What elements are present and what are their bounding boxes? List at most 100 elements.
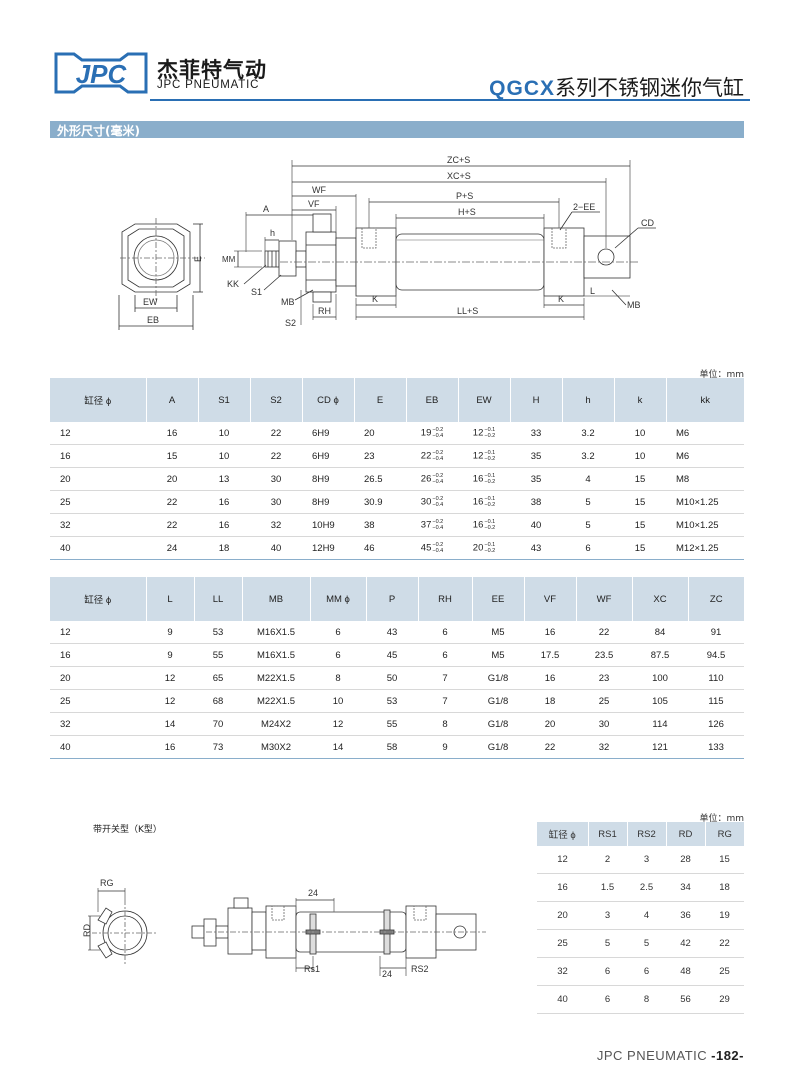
table-cell: 17.5 (524, 643, 576, 667)
ew-value: 16 (472, 473, 484, 485)
cell-h-small: 6 (562, 536, 614, 560)
cell-bore: 40 (50, 536, 146, 560)
series-code: QGCX (489, 77, 555, 100)
brand-name-cn: 杰菲特气动 (157, 58, 267, 82)
table-cell: 105 (632, 689, 688, 713)
table-cell: 110 (688, 666, 744, 690)
table-cell: M30X2 (242, 735, 310, 759)
ew-tolerance: −0.1−0.2 (484, 427, 495, 439)
eb-lower-tol: −0.4 (432, 433, 444, 439)
eb-tolerance: −0.2−0.4 (432, 427, 443, 439)
col-header: MB (241, 577, 310, 621)
table-cell: 22 (576, 621, 632, 644)
cell-bore: 20 (50, 467, 146, 491)
cell-kk: M8 (666, 467, 744, 491)
end-view: E EW EB (118, 218, 205, 330)
cell-h-small: 3.2 (562, 422, 614, 445)
table-cell: 45 (366, 643, 418, 667)
cell-kk: M10×1.25 (666, 513, 744, 537)
col-header: 缸径 ϕ (50, 378, 146, 422)
label-ll-s: LL+S (457, 306, 478, 316)
cell-k: 15 (614, 490, 666, 514)
eb-upper-tol: −0.2 (432, 542, 444, 548)
table-cell: 12 (50, 621, 146, 644)
table-cell: M24X2 (242, 712, 310, 736)
label-rh: RH (318, 306, 331, 316)
ew-upper-tol: −0.1 (484, 542, 496, 548)
table-cell: 7 (418, 666, 472, 690)
cell-ew: 16−0.1−0.2 (458, 513, 510, 537)
table-cell: 22 (524, 735, 576, 759)
table-cell: 126 (688, 712, 744, 736)
table-cell: 6 (418, 643, 472, 667)
eb-tolerance: −0.2−0.4 (432, 519, 443, 531)
table-cell: 25 (705, 957, 744, 986)
table-cell: 114 (632, 712, 688, 736)
cell-k: 15 (614, 513, 666, 537)
eb-tolerance: −0.2−0.4 (432, 450, 443, 462)
table-cell: 19 (705, 901, 744, 930)
table-cell: 25 (537, 929, 588, 958)
table-cell: 58 (366, 735, 418, 759)
col-header: EE (471, 577, 524, 621)
eb-lower-tol: −0.4 (432, 456, 444, 462)
section-bar: 外形尺寸(毫米) (50, 121, 744, 138)
col-header: E (353, 378, 406, 422)
cell-s2: 22 (250, 444, 302, 468)
table-2-header-row: 缸径 ϕ L LL MB MM ϕ P RH EE VF WF XC ZC (50, 577, 744, 621)
eb-upper-tol: −0.2 (432, 450, 444, 456)
cell-h: 43 (510, 536, 562, 560)
col-header: 缸径 ϕ (50, 577, 146, 621)
label-k-right: K (558, 294, 564, 304)
table-cell: 22 (705, 929, 744, 958)
cell-eb: 37−0.2−0.4 (406, 513, 458, 537)
cell-bore: 16 (50, 444, 146, 468)
table-cell: 42 (666, 929, 705, 958)
cell-ew: 20−0.1−0.2 (458, 536, 510, 560)
cell-kk: M12×1.25 (666, 536, 744, 560)
col-header: A (145, 378, 198, 422)
cell-ew: 12−0.1−0.2 (458, 444, 510, 468)
eb-value: 37 (420, 519, 432, 531)
cell-e: 20 (354, 422, 406, 445)
table-cell: 100 (632, 666, 688, 690)
cell-s1: 16 (198, 513, 250, 537)
label-rs1: Rs1 (304, 964, 320, 974)
ew-upper-tol: −0.1 (484, 473, 496, 479)
table-cell: 2.5 (627, 873, 666, 902)
ew-tolerance: −0.1−0.2 (484, 519, 495, 531)
col-header: LL (193, 577, 242, 621)
cell-h: 38 (510, 490, 562, 514)
cell-cd: 10H9 (302, 513, 354, 537)
eb-upper-tol: −0.2 (432, 473, 444, 479)
ew-tolerance: −0.1−0.2 (484, 473, 495, 485)
ew-value: 20 (472, 542, 484, 554)
table-cell: 3 (588, 901, 627, 930)
series-name: 系列不锈钢迷你气缸 (555, 76, 744, 100)
table-cell: 91 (688, 621, 744, 644)
table-cell: 16 (50, 643, 146, 667)
ew-upper-tol: −0.1 (484, 519, 496, 525)
cell-s1: 10 (198, 444, 250, 468)
label-eb: EB (147, 315, 159, 325)
table-cell: 9 (146, 621, 194, 644)
ew-lower-tol: −0.2 (484, 525, 496, 531)
table-cell: 8 (418, 712, 472, 736)
col-header: RS1 (587, 822, 627, 846)
ew-value: 12 (472, 450, 484, 462)
table-cell: 32 (537, 957, 588, 986)
table-cell: 25 (50, 689, 146, 713)
ew-tolerance: −0.1−0.2 (484, 496, 495, 508)
table-cell: 115 (688, 689, 744, 713)
col-header: RH (417, 577, 472, 621)
col-header: CD ϕ (301, 378, 354, 422)
table-cell: 12 (146, 666, 194, 690)
eb-value: 26 (420, 473, 432, 485)
